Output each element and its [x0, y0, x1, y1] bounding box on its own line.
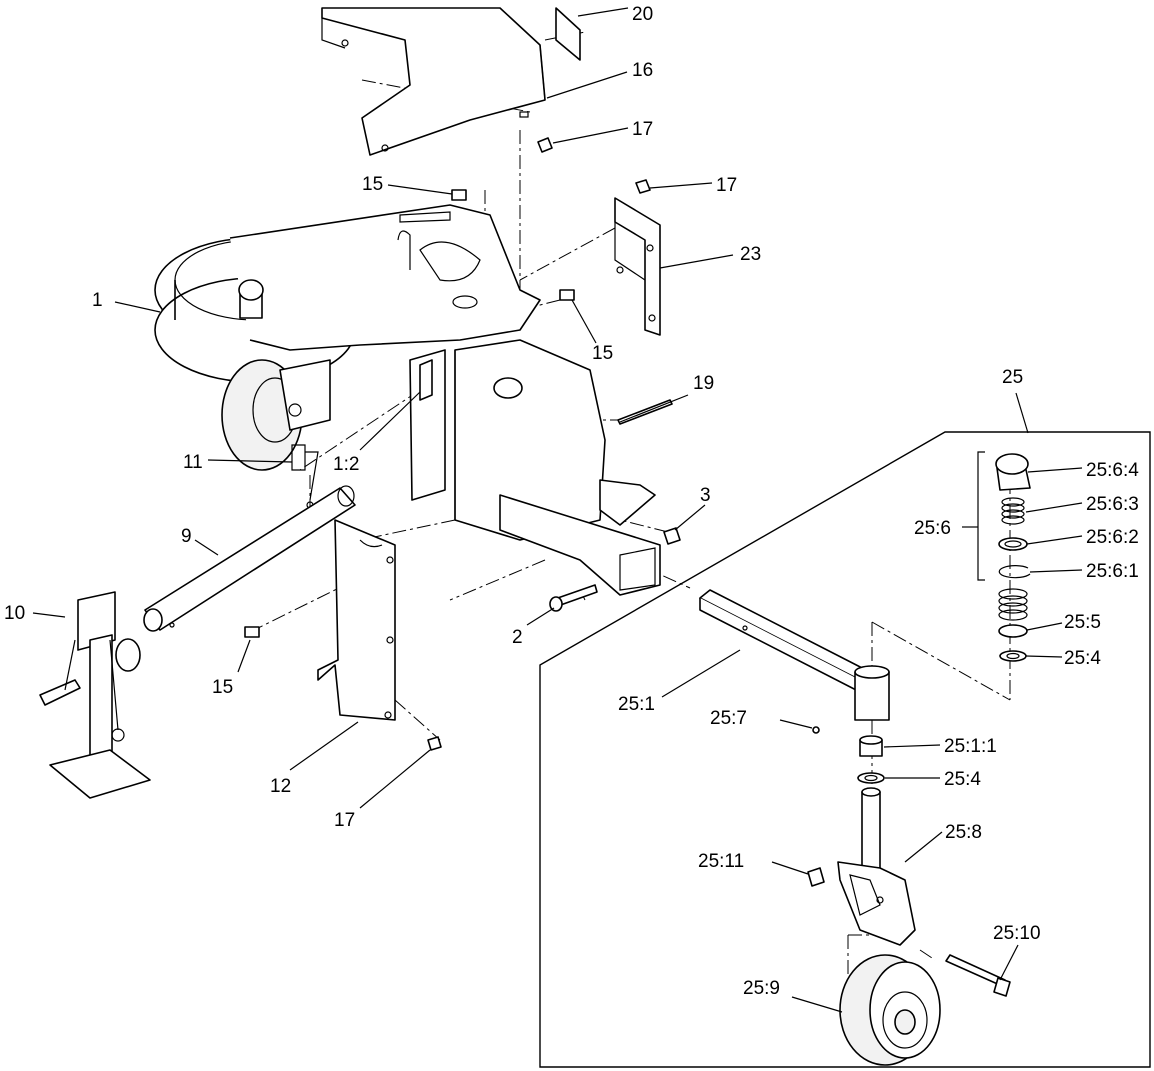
- part-25-8-fork: [837, 787, 916, 946]
- callout-15-top: 15: [362, 174, 383, 195]
- callout-25-6-2: 25:6:2: [1086, 527, 1139, 548]
- part-1-2-decal: [419, 359, 433, 401]
- callout-17-top: 17: [632, 119, 653, 140]
- part-25-6-3-spring: [1001, 497, 1025, 525]
- callout-20: 20: [632, 4, 653, 25]
- callout-25-5: 25:5: [1064, 612, 1101, 633]
- part-25-4-washer-upper: [999, 650, 1027, 662]
- callout-25-8: 25:8: [945, 822, 982, 843]
- part-20-decal: [555, 7, 581, 61]
- callout-17-bottom: 17: [334, 810, 355, 831]
- part-17-bolt-right: [635, 179, 651, 194]
- callout-12: 12: [270, 776, 291, 797]
- part-10-jack: [39, 591, 151, 799]
- part-25-1-arm: [699, 589, 890, 721]
- part-25-5-spring: [998, 588, 1028, 638]
- callout-25-11: 25:11: [698, 851, 744, 872]
- callout-1-2: 1:2: [333, 454, 359, 475]
- callout-25-9: 25:9: [743, 978, 780, 999]
- part-12-cover-plate: [317, 519, 396, 721]
- part-15-clip-left: [244, 626, 260, 638]
- detail-box-25: [539, 431, 1151, 1068]
- callout-25-4-lower: 25:4: [944, 769, 981, 790]
- part-15-clip-right: [559, 289, 575, 301]
- callout-25-6: 25:6: [914, 518, 951, 539]
- part-17-bolt-top: [537, 137, 553, 153]
- callout-10: 10: [4, 603, 25, 624]
- part-25-6-4-cap: [995, 453, 1031, 491]
- callout-3: 3: [700, 485, 711, 506]
- leader-lines: [32, 7, 1083, 1013]
- callout-16: 16: [632, 60, 653, 81]
- callout-25-6-4: 25:6:4: [1086, 460, 1139, 481]
- part-23-side-plate: [614, 197, 661, 336]
- callout-15-left: 15: [212, 677, 233, 698]
- callout-25-10: 25:10: [993, 923, 1041, 944]
- part-16-cover: [321, 7, 546, 156]
- part-25-9-wheel: [839, 954, 941, 1066]
- callout-15-right: 15: [592, 343, 613, 364]
- part-15-clip-top: [451, 189, 467, 201]
- callout-25-1-1: 25:1:1: [944, 736, 997, 757]
- part-1-frame: [154, 204, 661, 596]
- part-25-6-1-ring: [998, 565, 1031, 579]
- part-2-bolt: [549, 584, 598, 612]
- callouts: 20 16 17 17 23 15 15 1 19 1:2 11 9 3 10 …: [4, 4, 1139, 999]
- part-25-6-2-washer: [998, 537, 1028, 551]
- callout-9: 9: [181, 526, 192, 547]
- callout-1: 1: [92, 290, 103, 311]
- part-17-bolt-bottom: [427, 736, 442, 751]
- callout-25-6-3: 25:6:3: [1086, 494, 1139, 515]
- callout-25: 25: [1002, 367, 1023, 388]
- part-25-11-nut: [807, 867, 825, 887]
- part-25-7-fitting: [812, 726, 820, 734]
- callout-25-4-upper: 25:4: [1064, 648, 1101, 669]
- callout-2: 2: [512, 627, 523, 648]
- part-3-nut: [663, 527, 681, 545]
- part-25-4-washer-lower: [857, 772, 885, 784]
- callout-19: 19: [693, 373, 714, 394]
- part-25-10-bolt: [945, 954, 1011, 997]
- callout-25-6-1: 25:6:1: [1086, 561, 1139, 582]
- callout-11: 11: [183, 452, 203, 473]
- part-9-tube: [143, 485, 356, 632]
- callout-25-7: 25:7: [710, 708, 747, 729]
- callout-17-right: 17: [716, 175, 737, 196]
- callout-25-1: 25:1: [618, 694, 655, 715]
- part-25-1-1-bushing: [859, 735, 883, 757]
- callout-23: 23: [740, 244, 761, 265]
- part-11-hitch-pin: [291, 444, 319, 509]
